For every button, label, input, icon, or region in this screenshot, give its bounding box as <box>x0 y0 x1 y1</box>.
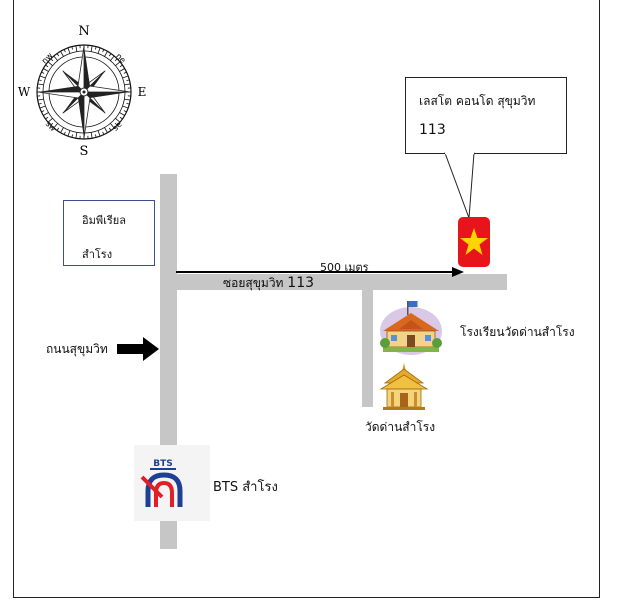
compass-tick <box>41 71 45 74</box>
main-road-label: ถนนสุขุมวิท <box>46 342 108 356</box>
compass-tick <box>71 134 73 138</box>
distance-label: 500 เมตร <box>320 261 369 274</box>
compass-tick <box>53 55 58 61</box>
compass-tick <box>90 45 93 52</box>
school-label: โรงเรียนวัดด่านสำโรง <box>460 325 575 339</box>
compass-tick <box>123 71 127 74</box>
soi-prefix: ซอยสุขุมวิท <box>223 276 284 290</box>
school-icon <box>380 301 442 355</box>
compass-tick <box>71 46 73 50</box>
compass-tick <box>47 61 53 66</box>
compass-tick <box>56 53 60 57</box>
compass-tick <box>102 131 105 135</box>
compass-tick <box>67 130 71 137</box>
compass-tick <box>56 127 60 131</box>
compass-tick <box>108 53 112 57</box>
compass-tick <box>63 131 66 135</box>
compass-tick <box>75 132 78 139</box>
compass-tick <box>122 75 129 79</box>
imperial-area: สำโรง <box>82 248 113 261</box>
bts-logo-icon: BTS <box>134 445 210 521</box>
compass-tick <box>114 58 118 62</box>
compass-tick <box>124 83 131 86</box>
compass-tick <box>45 64 49 68</box>
compass-tick <box>119 68 125 72</box>
compass-east-label: E <box>138 85 147 99</box>
temple-icon <box>379 363 429 410</box>
compass-north-label: N <box>78 24 89 39</box>
compass-tick <box>95 46 97 50</box>
compass-tick <box>124 98 131 101</box>
condo-number: 113 <box>419 122 446 138</box>
side-lane-road <box>362 290 373 407</box>
soi-sukhumvit-113-road <box>177 274 507 290</box>
compass-tick <box>60 51 64 57</box>
compass-tick <box>102 49 105 53</box>
compass-tick <box>123 110 127 113</box>
compass-tick <box>43 68 49 72</box>
compass-tick <box>119 112 125 116</box>
compass-rose-icon: N S E W nw ne sw se <box>18 24 147 156</box>
compass-tick <box>63 49 66 53</box>
compass-tick <box>119 64 123 68</box>
star-marker-icon <box>458 217 490 267</box>
compass-tick <box>37 83 44 86</box>
compass-tick <box>67 47 71 54</box>
arrow-right-icon <box>117 337 159 361</box>
distance-arrow <box>176 267 464 277</box>
compass-tick <box>97 47 101 54</box>
compass-tick <box>108 127 112 131</box>
soi-label: ซอยสุขุมวิท 113 <box>223 275 314 292</box>
compass-tick <box>95 134 97 138</box>
imperial-name: อิมพีเรียล <box>82 214 126 227</box>
bts-station-label: BTS สำโรง <box>213 480 278 495</box>
compass-tick <box>60 127 64 133</box>
compass-tick <box>114 122 118 126</box>
imperial-samrong-box: อิมพีเรียล สำโรง <box>63 200 155 266</box>
compass-tick <box>119 116 123 120</box>
compass-tick <box>110 123 115 129</box>
bts-logo-text: BTS <box>153 459 172 469</box>
compass-nw-label: nw <box>40 51 55 66</box>
compass-tick <box>90 132 93 139</box>
compass-tick <box>45 116 49 120</box>
compass-tick <box>75 45 78 52</box>
compass-south-label: S <box>80 144 89 156</box>
compass-tick <box>122 105 129 109</box>
compass-tick <box>104 51 108 57</box>
compass-tick <box>110 55 115 61</box>
condo-callout-box: เลสโต คอนโด สุขุมวิท 113 <box>405 77 567 154</box>
condo-name: เลสโต คอนโด สุขุมวิท <box>419 94 536 108</box>
soi-number: 113 <box>287 275 315 291</box>
map-frame <box>13 0 600 598</box>
compass-ne-label: ne <box>114 52 127 65</box>
callout-pointer <box>444 152 475 219</box>
compass-tick <box>38 103 42 105</box>
compass-tick <box>115 61 121 66</box>
compass-tick <box>104 127 108 133</box>
compass-west-label: W <box>18 85 31 99</box>
compass-tick <box>50 122 54 126</box>
compass-tick <box>38 79 42 81</box>
compass-tick <box>41 110 45 113</box>
compass-tick <box>37 98 44 101</box>
compass-tick <box>126 79 130 81</box>
compass-tick <box>39 75 46 79</box>
compass-tick <box>126 103 130 105</box>
compass-tick <box>39 105 46 109</box>
compass-tick <box>97 130 101 137</box>
compass-tick <box>115 118 121 123</box>
compass-tick <box>47 118 53 123</box>
compass-tick <box>53 123 58 129</box>
compass-tick <box>43 112 49 116</box>
compass-tick <box>50 58 54 62</box>
temple-label: วัดด่านสำโรง <box>365 420 436 434</box>
